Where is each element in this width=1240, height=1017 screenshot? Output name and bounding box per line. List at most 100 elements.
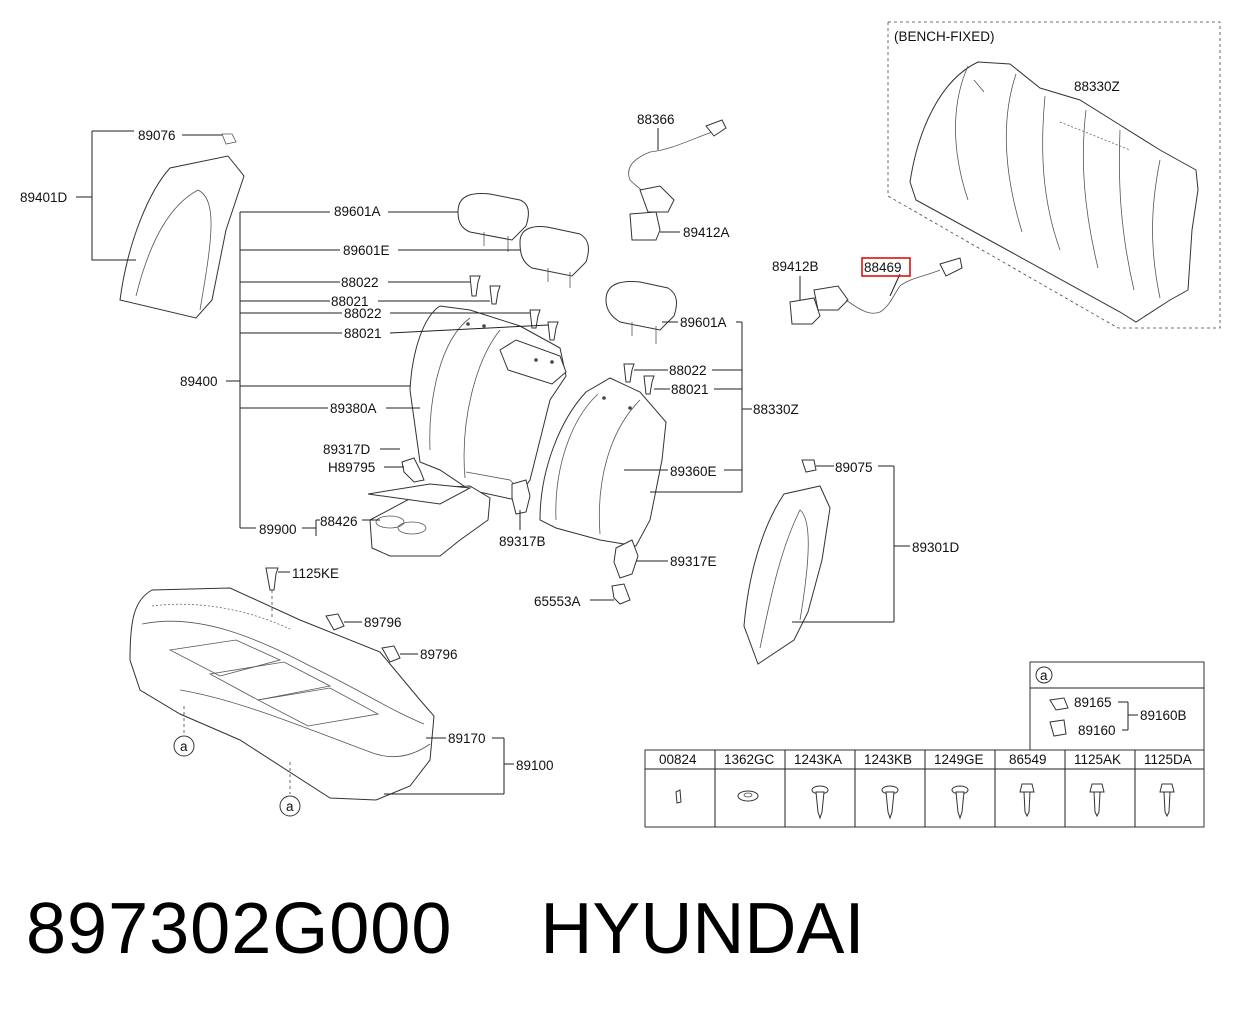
- seatback-right: [539, 377, 667, 547]
- callout-88022-3: 88022: [669, 363, 707, 378]
- callout-89317E: 89317E: [670, 554, 717, 569]
- callout-89796-2: 89796: [420, 647, 458, 662]
- headrest-89601E[interactable]: [519, 226, 589, 277]
- hinge-89317B[interactable]: [511, 479, 531, 515]
- callout-89601A-2: 89601A: [680, 315, 727, 330]
- bolt-88022-2[interactable]: [529, 309, 541, 329]
- seatback-side-right: 89075 89301D: [743, 459, 960, 665]
- clip-89796-2[interactable]: [381, 645, 401, 663]
- headrest-89601A-1[interactable]: [457, 193, 529, 241]
- table-header-1243KA: 1243KA: [794, 752, 842, 767]
- callout-89796-1: 89796: [364, 615, 402, 630]
- harness-88469[interactable]: [845, 269, 941, 314]
- part-number: 897302G000: [26, 889, 453, 969]
- bolt-88021-2[interactable]: [547, 321, 559, 341]
- fastener-icon-86549: [1019, 783, 1035, 818]
- fastener-icon-1125AK: [1089, 783, 1105, 818]
- clip-89075[interactable]: [801, 459, 817, 473]
- callout-88021-2: 88021: [344, 326, 382, 341]
- bench-fixed-group: (BENCH-FIXED) 88330Z: [887, 21, 1221, 329]
- callout-88366: 88366: [637, 112, 675, 127]
- bench-seatback-88330Z[interactable]: [909, 61, 1199, 323]
- callout-89317B: 89317B: [499, 534, 546, 549]
- bolt-88021-3[interactable]: [643, 375, 655, 395]
- callout-89076: 89076: [138, 128, 176, 143]
- latch-harness-upper: 89412A 88366: [628, 112, 730, 241]
- seatback-side-89301D[interactable]: [743, 485, 831, 665]
- bracket-H89795[interactable]: [401, 457, 425, 483]
- detail-a-box: a 89165 89160 89160B: [1029, 661, 1205, 751]
- hinge-89317E[interactable]: [613, 539, 639, 579]
- fastener-icon-1125DA: [1159, 783, 1175, 818]
- callout-89360E: 89360E: [670, 464, 717, 479]
- callout-89317D: 89317D: [323, 442, 371, 457]
- callout-1125KE: 1125KE: [292, 566, 339, 581]
- footer-caption: 897302G000 HYUNDAI: [26, 888, 1226, 988]
- ref-a-box: a: [1040, 668, 1048, 683]
- fastener-icon-1243KB: [881, 785, 899, 820]
- seat-cushion: [129, 587, 435, 801]
- table-header-1125AK: 1125AK: [1074, 752, 1121, 767]
- table-header-00824: 00824: [659, 752, 697, 767]
- table-header-86549: 86549: [1009, 752, 1047, 767]
- callout-89401D: 89401D: [20, 190, 68, 205]
- bolt-88022-1[interactable]: [469, 275, 481, 297]
- fastener-icon-00824: [675, 789, 682, 804]
- seatback-89360E[interactable]: [539, 377, 667, 547]
- seatback-side-left: 89076 89401D: [20, 128, 245, 319]
- seatback-89380A[interactable]: [409, 305, 567, 501]
- clip-89160[interactable]: [1049, 719, 1067, 737]
- callout-88469: 88469: [864, 260, 902, 275]
- callout-89380A: 89380A: [330, 401, 377, 416]
- callouts-left-group: 89400 89601A 89601E 88022 88021 88022 88…: [180, 204, 549, 549]
- callout-88022-1: 88022: [341, 275, 379, 290]
- callout-89160: 89160: [1078, 723, 1116, 738]
- callout-89160B: 89160B: [1140, 708, 1187, 723]
- armrest-assembly: [367, 483, 491, 557]
- latch-harness-right: 89412B 88469: [772, 257, 963, 325]
- callout-H89795: H89795: [328, 460, 375, 475]
- callout-89400: 89400: [180, 374, 218, 389]
- armrest-cover-88426[interactable]: [367, 483, 472, 505]
- clip-89165[interactable]: [1049, 697, 1069, 711]
- headrest-group: [457, 193, 677, 344]
- bolt-1125KE[interactable]: [265, 567, 279, 591]
- fastener-table: 00824 1362GC 1243KA 1243KB 1249GE 86549 …: [644, 749, 1205, 828]
- latch-89412B[interactable]: [789, 297, 821, 325]
- latch-89412A[interactable]: [629, 211, 661, 241]
- clip-89796-1[interactable]: [325, 613, 345, 631]
- bench-fixed-label: (BENCH-FIXED): [894, 29, 995, 44]
- seatback-89401D[interactable]: [119, 155, 245, 319]
- bolt-88021-1[interactable]: [489, 285, 501, 305]
- callout-88022-2: 88022: [344, 306, 382, 321]
- bolt-88022-3[interactable]: [623, 363, 635, 383]
- seatback-main: [409, 305, 567, 501]
- ref-a-1: a: [180, 739, 188, 754]
- headrest-89601A-2[interactable]: [605, 281, 677, 331]
- cushion-89100[interactable]: [129, 587, 435, 801]
- harness-88366[interactable]: [628, 131, 713, 207]
- fastener-icon-1362GC: [737, 790, 759, 802]
- callout-88330Z-main: 88330Z: [753, 402, 799, 417]
- callout-89301D: 89301D: [912, 540, 960, 555]
- callout-89412B: 89412B: [772, 259, 819, 274]
- callout-88330Z-bench: 88330Z: [1074, 79, 1120, 94]
- fastener-icon-1249GE: [951, 785, 969, 820]
- bracket-65553A[interactable]: [611, 583, 631, 605]
- callout-89900: 89900: [259, 522, 297, 537]
- callout-65553A: 65553A: [534, 594, 581, 609]
- callouts-right-group: 89601A 88022 88021 88330Z 89360E 89317E …: [534, 315, 799, 609]
- fasteners-lower: 1125KE 89796 89796 a a 89170 89100: [173, 566, 554, 817]
- table-header-1243KB: 1243KB: [864, 752, 912, 767]
- table-header-1249GE: 1249GE: [934, 752, 984, 767]
- callout-89412A: 89412A: [683, 225, 730, 240]
- callout-88426: 88426: [320, 514, 358, 529]
- callout-88021-3: 88021: [671, 382, 709, 397]
- callout-88021-1: 88021: [331, 294, 369, 309]
- brand-name: HYUNDAI: [540, 889, 865, 969]
- armrest-pocket: [499, 339, 567, 385]
- highlight-box-88469[interactable]: [861, 257, 911, 277]
- fastener-icon-1243KA: [811, 785, 829, 820]
- callout-89100: 89100: [516, 758, 554, 773]
